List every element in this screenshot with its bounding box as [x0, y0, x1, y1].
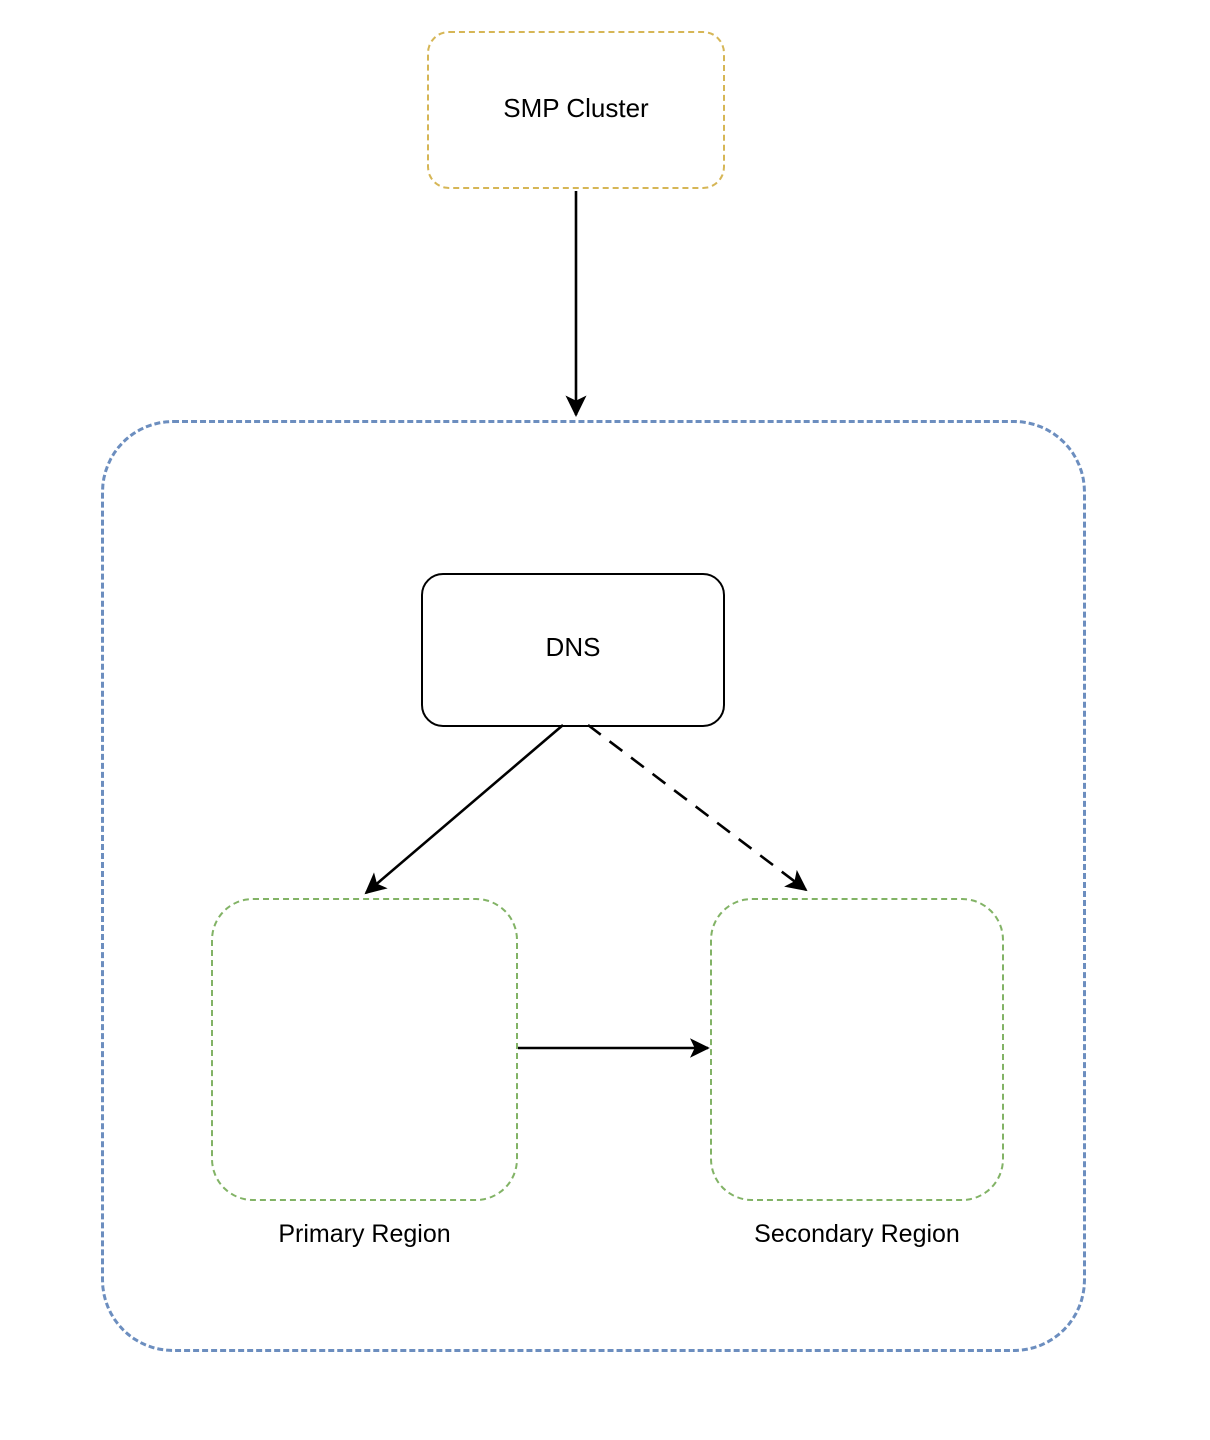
node-primary-region-label: Primary Region — [278, 1220, 451, 1248]
node-dns[interactable]: DNS — [421, 573, 725, 727]
node-secondary-region[interactable] — [710, 898, 1004, 1201]
infra-container-boundary[interactable] — [101, 420, 1086, 1352]
node-secondary-region-label: Secondary Region — [754, 1220, 960, 1248]
node-primary-region[interactable] — [211, 898, 518, 1201]
node-smp-cluster-label: SMP Cluster — [503, 93, 649, 123]
node-dns-label: DNS — [545, 632, 601, 662]
node-smp-cluster[interactable]: SMP Cluster — [427, 31, 725, 189]
